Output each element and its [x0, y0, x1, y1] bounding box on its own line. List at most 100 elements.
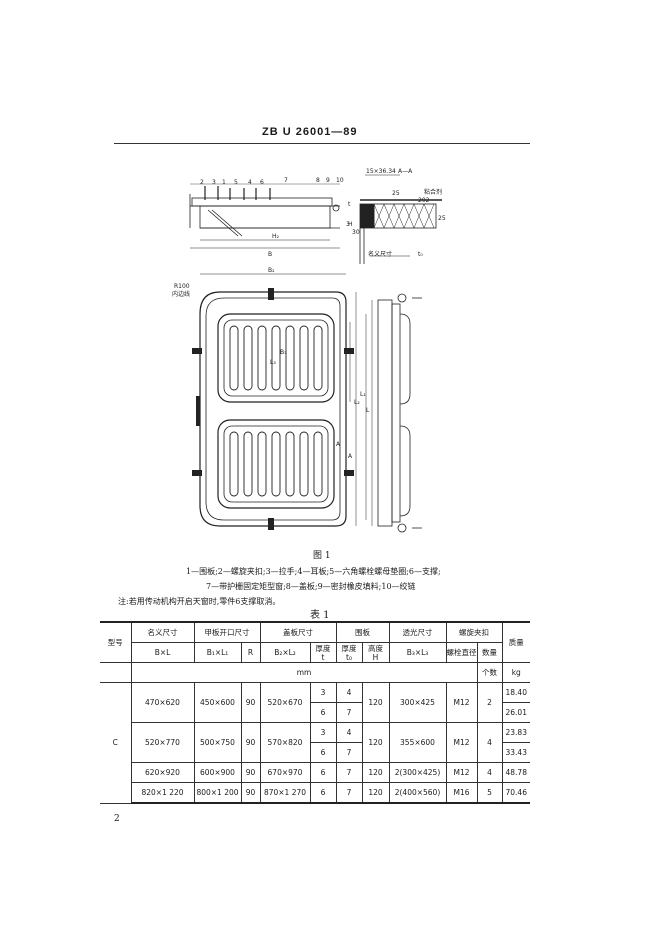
cell-r: 90: [240, 762, 261, 783]
cell-bolt: M12: [445, 722, 478, 763]
part-num-1: 1: [222, 179, 226, 186]
header-light: 透光尺寸: [388, 621, 447, 643]
table-row: 6 7 26.01: [100, 702, 530, 723]
cell-mass: 18.40: [501, 682, 530, 703]
cell-r: 90: [240, 782, 261, 804]
label-25a: 25: [392, 190, 400, 197]
cell-h: 120: [361, 682, 390, 723]
header-coaming: 围板: [335, 621, 390, 643]
label-202: 202: [418, 197, 430, 204]
spec-table: 型号 名义尺寸 甲板开口尺寸 盖板尺寸 围板 透光尺寸 螺旋夹扣 质量 B×L …: [100, 621, 530, 804]
cell-light: 2(300×425): [388, 762, 447, 783]
label-b2: B₂: [268, 267, 275, 274]
table-unit-row: mm 个数 kg: [100, 662, 530, 683]
cell-r: 90: [240, 682, 261, 723]
cell-light: 300×425: [388, 682, 447, 723]
cell-nominal: 520×770: [130, 722, 195, 763]
cell-t0: 7: [335, 762, 363, 783]
cell-cover: 670×970: [259, 762, 311, 783]
cell-t0: 4: [335, 722, 363, 743]
unit-kg: kg: [501, 662, 530, 683]
header-clamp: 螺旋夹扣: [445, 621, 503, 643]
cell-bolt: M12: [445, 682, 478, 723]
label-l3: L₃: [270, 359, 276, 366]
cell-t0: 7: [335, 742, 363, 763]
table-row: 6 7 33.43: [100, 742, 530, 763]
table-row: C 470×620 450×600 90 520×670 3 4 120 300…: [100, 682, 530, 804]
cell-qty: 5: [476, 782, 503, 804]
technical-drawing: 2 3 1 5 4 6 7 8 9 10 H₂ B H t 15×36.34 A…: [172, 168, 446, 533]
label-h: H: [348, 221, 353, 228]
table-row: 620×920 600×900 90 670×970 6 7 120 2(300…: [100, 762, 530, 783]
page-number: 2: [114, 814, 120, 824]
label-section-aa: A—A: [398, 168, 413, 175]
header-coaming-thick-sub: t₀: [346, 652, 352, 662]
header-cover-sub: B₂×L₂: [259, 642, 311, 663]
cell-opening: 800×1 200: [193, 782, 242, 804]
header-thickness-label: 厚度: [315, 643, 331, 653]
label-section-dim: 15×36.34: [366, 168, 396, 175]
cell-mass: 48.78: [501, 762, 530, 783]
cell-nominal: 470×620: [130, 682, 195, 723]
cell-t0: 7: [335, 782, 363, 804]
label-b3: B₃: [280, 349, 287, 356]
label-h2: H₂: [272, 233, 280, 240]
label-b: B: [268, 251, 272, 258]
unit-mm: mm: [130, 662, 478, 683]
part-num-3: 3: [212, 179, 216, 186]
table-header-row-1: 型号 名义尺寸 甲板开口尺寸 盖板尺寸 围板 透光尺寸 螺旋夹扣 质量: [100, 621, 530, 663]
cell-light: 355×600: [388, 722, 447, 763]
part-num-4: 4: [248, 179, 252, 186]
cell-h: 120: [361, 782, 390, 804]
header-light-sub: B₃×L₃: [388, 642, 447, 663]
right-side-view: [365, 293, 422, 533]
unit-pcs: 个数: [476, 662, 503, 683]
cell-cover: 870×1 270: [259, 782, 311, 804]
cell-t: 3: [309, 682, 337, 703]
cell-light: 2(400×560): [388, 782, 447, 804]
label-a1: A: [336, 441, 341, 448]
cell-mass: 23.83: [501, 722, 530, 743]
header-cover: 盖板尺寸: [259, 621, 337, 643]
figure-title: 图 1: [313, 551, 331, 561]
cell-r: 90: [240, 722, 261, 763]
cell-cover: 570×820: [259, 722, 311, 763]
header-opening-sub: B₁×L₁: [193, 642, 242, 663]
header-model: 型号: [100, 621, 132, 663]
header-mass: 质量: [501, 621, 530, 663]
label-glue: 粘合剂: [424, 188, 442, 196]
header-thickness-sub: t: [321, 652, 325, 662]
table-row: 820×1 220 800×1 200 90 870×1 270 6 7 120…: [100, 782, 530, 804]
cell-t: 6: [309, 702, 337, 723]
cell-t0: 7: [335, 702, 363, 723]
label-l: L: [366, 407, 370, 414]
header-coaming-height-label: 高度: [368, 643, 383, 653]
cell-qty: 4: [476, 722, 503, 763]
label-t: t: [348, 201, 351, 208]
cell-qty: 2: [476, 682, 503, 723]
part-num-10: 10: [336, 177, 344, 184]
label-t0: t₀: [418, 251, 423, 258]
cell-bolt: M16: [445, 782, 478, 804]
unit-blank: [100, 662, 132, 683]
label-25b: 25: [438, 215, 446, 222]
part-num-5: 5: [234, 179, 238, 186]
cell-t: 6: [309, 742, 337, 763]
table-row: 520×770 500×750 90 570×820 3 4 120 355×6…: [100, 722, 530, 763]
standard-code: ZB U 26001—89: [262, 126, 358, 138]
part-num-8: 8: [316, 177, 320, 184]
cell-t: 6: [309, 782, 337, 804]
cell-opening: 600×900: [193, 762, 242, 783]
label-r100: R100: [174, 283, 190, 290]
cell-h: 120: [361, 762, 390, 783]
label-nominal: 名义尺寸: [368, 250, 392, 258]
label-inner: 内边线: [172, 290, 190, 298]
cell-qty: 4: [476, 762, 503, 783]
cell-cover: 520×670: [259, 682, 311, 723]
cell-mass: 33.43: [501, 742, 530, 763]
cell-nominal: 620×920: [130, 762, 195, 783]
